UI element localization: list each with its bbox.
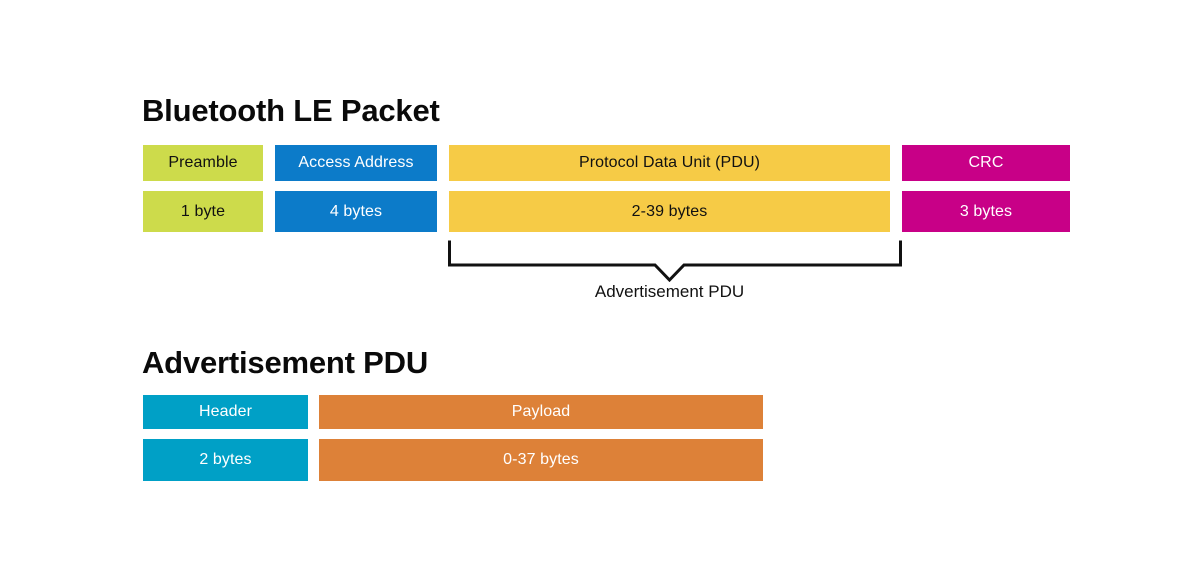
- adv-field-name-header: Header: [143, 395, 308, 429]
- adv-section-title: Advertisement PDU: [142, 345, 429, 380]
- pdu-bracket-icon: [448, 240, 902, 282]
- packet-section-title: Bluetooth LE Packet: [142, 93, 440, 128]
- packet-field-name-pdu: Protocol Data Unit (PDU): [449, 145, 890, 181]
- packet-field-size-crc: 3 bytes: [902, 191, 1070, 232]
- packet-field-size-pdu: 2-39 bytes: [449, 191, 890, 232]
- packet-field-name-preamble: Preamble: [143, 145, 263, 181]
- pdu-bracket-caption: Advertisement PDU: [594, 282, 745, 301]
- adv-field-size-header: 2 bytes: [143, 439, 308, 481]
- packet-field-name-access-address: Access Address: [275, 145, 437, 181]
- packet-field-size-preamble: 1 byte: [143, 191, 263, 232]
- adv-field-size-payload: 0-37 bytes: [319, 439, 763, 481]
- packet-field-name-crc: CRC: [902, 145, 1070, 181]
- adv-field-name-payload: Payload: [319, 395, 763, 429]
- packet-field-size-access-address: 4 bytes: [275, 191, 437, 232]
